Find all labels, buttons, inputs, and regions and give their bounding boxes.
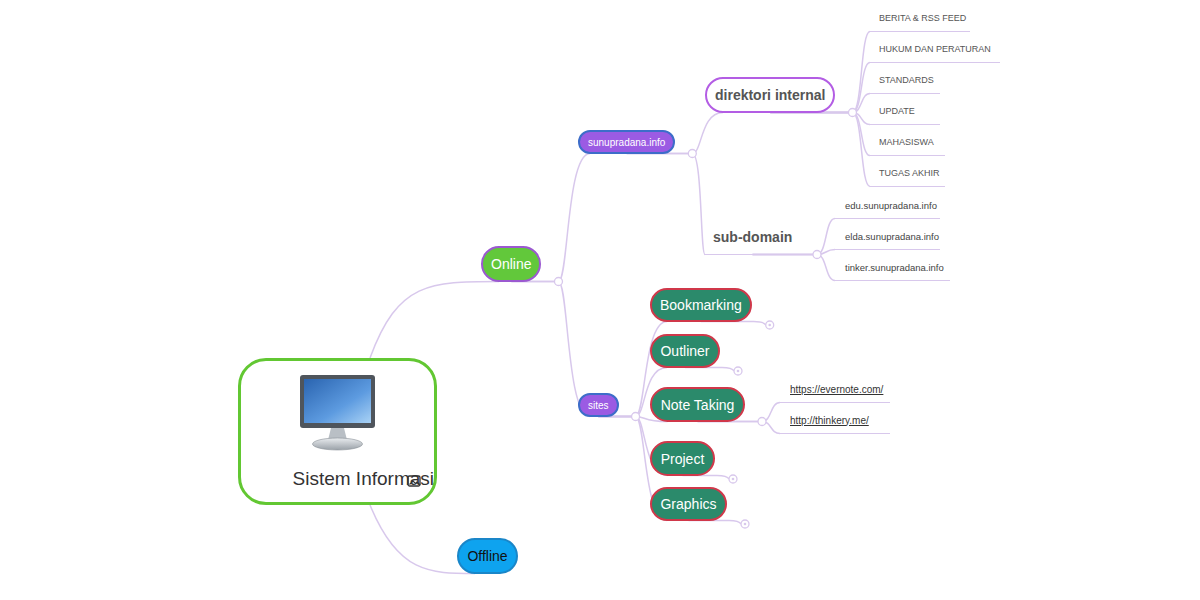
collapse-tail — [683, 476, 730, 480]
branch-pill: Online — [481, 246, 541, 282]
topic-text: sub-domain — [713, 229, 792, 245]
topic-text: Online — [491, 256, 531, 272]
leaf-topic: TUGAS AKHIR — [870, 160, 945, 187]
link-topic: http://thinkery.me/ — [780, 407, 890, 434]
leaf-topic: BERITA & RSS FEED — [870, 5, 970, 32]
subtopic-pill: direktori internal — [705, 77, 835, 113]
branch-connector — [770, 113, 870, 156]
junction-dot — [688, 150, 696, 158]
category-pill: Outliner — [650, 334, 720, 368]
collapse-dot-center — [744, 523, 747, 526]
leaf-topic: HUKUM DAN PERATURAN — [870, 36, 1000, 63]
collapse-tail — [685, 368, 734, 372]
subtopic-pill: sunupradana.info — [578, 130, 675, 154]
monitor-illustration — [300, 375, 375, 450]
leaf-topic: edu.sunupradana.info — [835, 192, 940, 219]
subtopic-pill: sites — [578, 393, 619, 417]
topic-text: TUGAS AKHIR — [879, 168, 940, 178]
link-topic: https://evernote.com/ — [780, 376, 890, 403]
junction-dot — [758, 418, 766, 426]
branch-connector — [698, 422, 781, 434]
topic-text: Project — [661, 451, 705, 467]
branch-connector — [753, 255, 836, 281]
topic-text: UPDATE — [879, 106, 915, 116]
category-pill: Project — [650, 441, 715, 476]
monitor-neck — [328, 428, 347, 440]
topic-text: direktori internal — [715, 87, 825, 103]
leaf-topic: elda.sunupradana.info — [835, 223, 940, 250]
topic-text: BERITA & RSS FEED — [879, 13, 966, 23]
collapse-tail — [689, 521, 742, 525]
topic-text: elda.sunupradana.info — [845, 231, 939, 242]
leaf-topic: UPDATE — [870, 98, 940, 125]
root-topic: Sistem Informasi — [238, 358, 437, 505]
image-icon-frame — [408, 476, 420, 486]
leaf-topic: STANDARDS — [870, 67, 940, 94]
topic-text: HUKUM DAN PERATURAN — [879, 44, 991, 54]
topic-text: sites — [588, 400, 609, 411]
branch-connector — [370, 282, 499, 359]
monitor-bezel — [300, 375, 375, 428]
image-icon-mountain — [410, 481, 420, 485]
topic-text: Graphics — [660, 496, 716, 512]
monitor-base — [313, 438, 363, 450]
topic-text: sunupradana.info — [588, 137, 665, 148]
category-pill: Graphics — [650, 487, 727, 521]
collapse-dot-center — [732, 478, 735, 481]
junction-dot — [813, 251, 821, 259]
collapse-tail — [701, 322, 766, 326]
topic-text: Sistem Informasi — [293, 468, 434, 490]
topic-text: STANDARDS — [879, 75, 934, 85]
monitor-screen — [304, 379, 371, 423]
topic-text: Offline — [467, 548, 507, 564]
junction-dot — [848, 109, 856, 117]
image-icon — [408, 476, 420, 486]
junction-dot — [554, 278, 562, 286]
topic-text: Note Taking — [661, 397, 735, 413]
topic-text: https://evernote.com/ — [790, 384, 883, 395]
topic-text: edu.sunupradana.info — [845, 200, 937, 211]
collapse-dot-center — [768, 324, 771, 327]
subtopic-label: sub-domain — [705, 220, 800, 255]
branch-connector — [627, 154, 705, 255]
topic-text: Bookmarking — [660, 297, 742, 313]
collapse-dot — [734, 367, 742, 375]
junction-dot — [632, 413, 640, 421]
topic-text: http://thinkery.me/ — [790, 415, 869, 426]
branch-pill: Offline — [457, 538, 518, 574]
leaf-topic: MAHASISWA — [870, 129, 945, 156]
leaf-topic: tinker.sunupradana.info — [835, 254, 950, 281]
topic-text: tinker.sunupradana.info — [845, 262, 944, 273]
topic-text: MAHASISWA — [879, 137, 934, 147]
topic-text: Outliner — [660, 343, 709, 359]
branch-connector — [770, 113, 870, 187]
collapse-dot-center — [737, 370, 740, 373]
category-pill: Bookmarking — [650, 288, 752, 322]
category-pill: Note Taking — [650, 387, 745, 422]
collapse-dot — [766, 321, 774, 329]
collapse-dot — [729, 475, 737, 483]
branch-connector — [511, 282, 590, 417]
collapse-dot — [741, 520, 749, 528]
